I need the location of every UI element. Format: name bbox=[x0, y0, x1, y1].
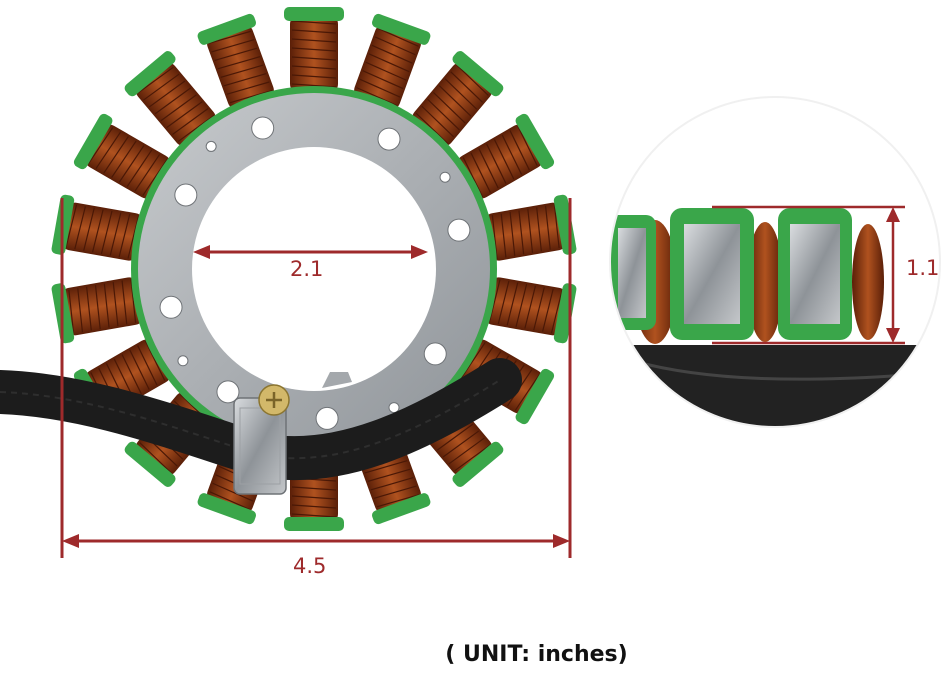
mounting-hole bbox=[216, 380, 240, 404]
inner-diameter-label: 2.1 bbox=[290, 257, 324, 281]
mounting-hole bbox=[377, 127, 401, 151]
mounting-hole bbox=[159, 295, 183, 319]
coil bbox=[412, 51, 504, 147]
inner-diameter-line bbox=[193, 245, 428, 259]
height-label: 1.1 bbox=[906, 256, 940, 280]
screw bbox=[258, 384, 290, 416]
outer-diameter-label: 4.5 bbox=[293, 554, 327, 578]
mounting-hole bbox=[174, 183, 198, 207]
center-hole bbox=[192, 147, 436, 391]
coil bbox=[284, 7, 344, 94]
coil bbox=[354, 13, 431, 110]
mounting-hole bbox=[439, 171, 451, 183]
mounting-hole bbox=[205, 140, 217, 152]
unit-caption: ( UNIT: inches) bbox=[445, 642, 628, 667]
mounting-hole bbox=[447, 218, 471, 242]
coil bbox=[483, 194, 577, 261]
coil bbox=[73, 113, 171, 199]
height-line bbox=[712, 205, 905, 345]
mounting-hole bbox=[251, 116, 275, 140]
outer-diameter-line bbox=[60, 198, 572, 558]
coil bbox=[457, 113, 555, 199]
coil bbox=[124, 51, 216, 147]
stator-photo bbox=[51, 7, 577, 531]
coil bbox=[197, 13, 274, 110]
mounting-hole bbox=[388, 402, 400, 414]
mounting-hole bbox=[315, 406, 339, 430]
mounting-hole bbox=[423, 342, 447, 366]
mounting-hole bbox=[177, 355, 189, 367]
